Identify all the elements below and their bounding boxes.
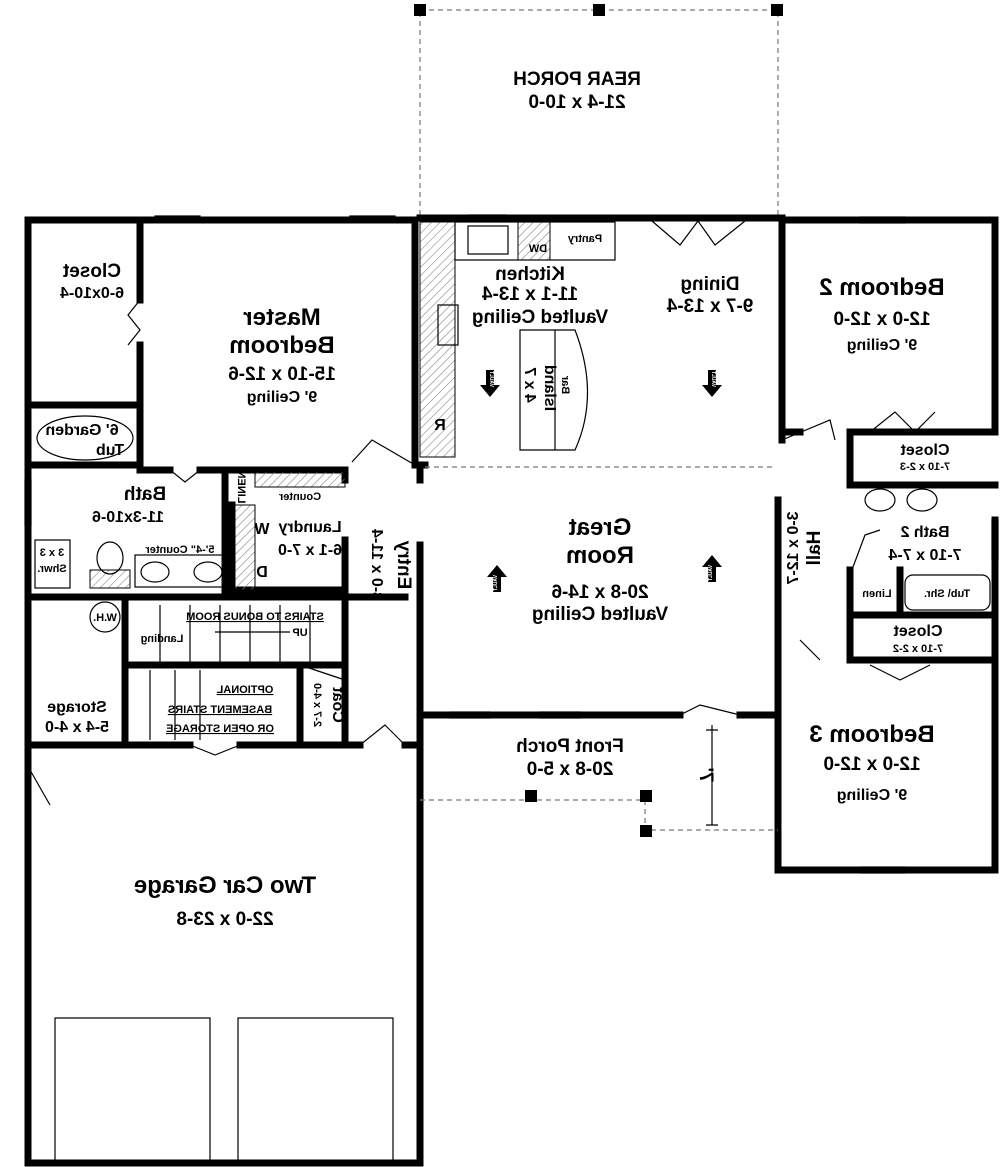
storage-name: Storage — [47, 699, 107, 716]
shower-size: 3 x 3 — [40, 547, 64, 559]
dining-size: 9-7 x 13-4 — [666, 296, 753, 317]
stairs-up: UP — [292, 627, 307, 639]
kitchen-size: 11-1 x 13-4 — [482, 284, 579, 305]
bedroom2-name: Bedroom 2 — [819, 274, 944, 301]
tub-shower-label: Tub\ Shr. — [924, 588, 970, 600]
garden-tub-line1: 6' Garden — [45, 422, 118, 439]
coat-name: Coat — [329, 687, 346, 723]
optional-line1: OPTIONAL — [216, 684, 273, 696]
rear-porch — [414, 4, 783, 219]
optional-line3: OR OPEN STORAGE — [166, 723, 274, 735]
landing-label: Landing — [141, 633, 184, 645]
entry-size: 3-0 x 11-4 — [368, 529, 385, 601]
vault-arrow-icon: VAULT — [702, 555, 722, 582]
island-size: 4 x 7 — [521, 367, 538, 403]
bath2-name: Bath 2 — [900, 524, 949, 541]
kitchen-ceiling: Vaulted Ceiling — [472, 307, 608, 328]
master-bedroom-ceiling: 9' Ceiling — [247, 389, 317, 406]
shower-label: Shwr. — [37, 563, 66, 575]
great-room-ceiling: Vaulted Ceiling — [532, 604, 668, 625]
bath-size: 11-3x10-6 — [92, 509, 164, 526]
bedroom3-name: Bedroom 3 — [809, 721, 934, 748]
bath-name: Bath — [124, 484, 166, 505]
dryer-label: D — [256, 564, 268, 581]
svg-text:VAULT: VAULT — [710, 371, 716, 387]
entry-name: Entry — [393, 540, 414, 589]
great-room-name2: Room — [566, 542, 634, 569]
bedroom3-size: 12-0 x 12-0 — [823, 754, 920, 775]
svg-text:VAULT: VAULT — [488, 371, 494, 387]
washer-label: W — [254, 521, 270, 538]
hall-size: 3-0 x 12-7 — [785, 512, 802, 585]
room-labels: REAR PORCH 21-4 x 10-0 Closet 6-0x10-4 M… — [37, 69, 970, 930]
linen-master: LINEN — [235, 470, 247, 503]
closet-bed2-size: 7-10 x 2-3 — [900, 461, 950, 473]
kitchen-fixtures — [34, 221, 991, 1164]
refrigerator-label: R — [434, 417, 446, 434]
closet-bed3-size: 7-10 x 2-2 — [893, 643, 943, 655]
water-heater-label: W.H. — [93, 612, 117, 624]
coat-size: 2-7 x 4-0 — [311, 683, 323, 727]
optional-line2: BASEMENT STAIRS — [168, 704, 272, 716]
rear-porch-size: 21-4 x 10-0 — [528, 92, 625, 113]
vault-arrow-icon: VAULT — [480, 370, 500, 397]
front-porch-dimension: 7' — [695, 767, 716, 782]
dishwasher-label: DW — [528, 243, 547, 255]
rear-porch-name: REAR PORCH — [513, 69, 641, 90]
walls — [24, 214, 999, 1167]
dining-name: Dining — [680, 274, 739, 295]
bedroom3-ceiling: 9' Ceiling — [837, 787, 907, 804]
bedroom2-ceiling: 9' Ceiling — [847, 337, 917, 354]
great-room-size: 20-8 x 14-6 — [551, 582, 648, 603]
front-porch-name: Front Porch — [516, 736, 624, 757]
stairs-label: STAIRS TO BONUS ROOM — [186, 611, 324, 623]
linen-label: Linen — [862, 588, 892, 600]
front-porch-size: 20-8 x 5-0 — [527, 759, 614, 780]
vault-arrow-icon: VAULT — [702, 370, 722, 397]
svg-text:VAULT: VAULT — [708, 565, 714, 581]
laundry-name: Laundry — [278, 519, 341, 536]
storage-size: 5-4 x 4-0 — [45, 719, 109, 736]
bar-label: Bar — [559, 375, 571, 394]
front-porch — [420, 725, 778, 837]
bath2-size: 7-10 x 7-4 — [888, 547, 961, 564]
garage-name: Two Car Garage — [134, 872, 316, 899]
closet-bed2-name: Closet — [900, 442, 950, 459]
laundry-size: 6-1 x 7-0 — [278, 542, 342, 559]
garage-size: 22-0 x 23-8 — [176, 909, 273, 930]
closet-master-size: 6-0x10-4 — [60, 285, 124, 302]
bath-counter: 5'-4" Counter — [145, 544, 215, 556]
master-bedroom-name2: Bedroom — [229, 332, 334, 359]
master-bedroom-name1: Master — [243, 304, 320, 331]
bedroom2-size: 12-0 x 12-0 — [833, 309, 930, 330]
pantry-label: Pantry — [567, 233, 602, 245]
vault-arrow-icon: VAULT — [487, 565, 507, 592]
garden-tub-line2: Tub — [96, 442, 124, 459]
kitchen-name: Kitchen — [495, 264, 565, 285]
doors — [29, 219, 936, 806]
vault-arrows: VAULT VAULT VAULT VAULT — [480, 370, 722, 592]
island-label: Island — [541, 365, 558, 411]
closet-bed3-name: Closet — [893, 623, 943, 640]
master-bedroom-size: 15-10 x 12-6 — [228, 364, 336, 385]
closet-master-name: Closet — [62, 261, 121, 282]
svg-text:VAULT: VAULT — [493, 575, 499, 591]
laundry-counter: Counter — [278, 491, 321, 503]
hall-name: Hall — [804, 531, 825, 566]
windows — [24, 214, 999, 874]
great-room-name1: Great — [569, 514, 632, 541]
